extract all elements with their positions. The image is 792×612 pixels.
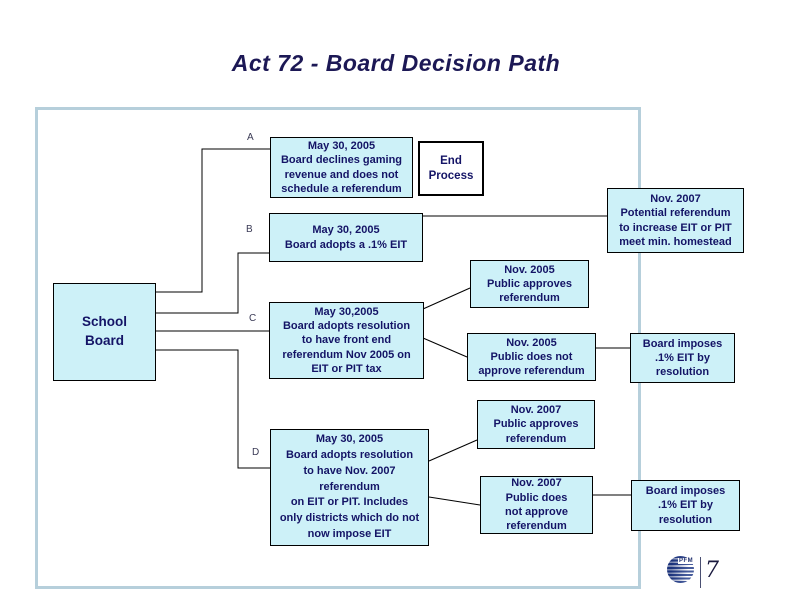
node-board-imposes-top: Board imposes .1% EIT by resolution <box>630 333 735 383</box>
connector-branch-d <box>156 349 270 469</box>
footer-divider <box>700 557 701 588</box>
connector-branch-b <box>156 252 269 314</box>
branch-label-d: D <box>252 447 260 458</box>
connector-d-to-reject <box>428 496 481 506</box>
node-school-board: School Board <box>53 283 156 381</box>
node-nov2005-public-approves: Nov. 2005 Public approves referendum <box>470 260 589 308</box>
node-nov2005-public-rejects: Nov. 2005 Public does not approve refere… <box>467 333 596 381</box>
branch-label-b: B <box>246 224 253 235</box>
connector-branch-a <box>156 148 270 293</box>
pfm-logo-text: PFM <box>678 558 695 564</box>
node-nov2007-public-approves: Nov. 2007 Public approves referendum <box>477 400 595 449</box>
node-board-declines-gaming: May 30, 2005 Board declines gaming reven… <box>270 137 413 198</box>
node-nov2007-referendum-resolution: May 30, 2005 Board adopts resolution to … <box>270 429 429 546</box>
node-board-adopts-eit: May 30, 2005 Board adopts a .1% EIT <box>269 213 423 262</box>
node-end-process: End Process <box>418 141 484 196</box>
node-front-end-referendum: May 30,2005 Board adopts resolution to h… <box>269 302 424 379</box>
connector-d-to-approve <box>428 439 478 462</box>
connector-c-to-reject <box>422 337 468 358</box>
connector-c-to-approve <box>422 287 471 310</box>
page-number: 7 <box>705 558 719 583</box>
branch-label-c: C <box>249 313 257 324</box>
page-title: Act 72 - Board Decision Path <box>231 50 561 76</box>
node-nov2007-potential-referendum: Nov. 2007 Potential referendum to increa… <box>607 188 744 253</box>
node-nov2007-public-rejects: Nov. 2007 Public does not approve refere… <box>480 476 593 534</box>
branch-label-a: A <box>247 132 254 143</box>
node-board-imposes-bottom: Board imposes .1% EIT by resolution <box>631 480 740 531</box>
